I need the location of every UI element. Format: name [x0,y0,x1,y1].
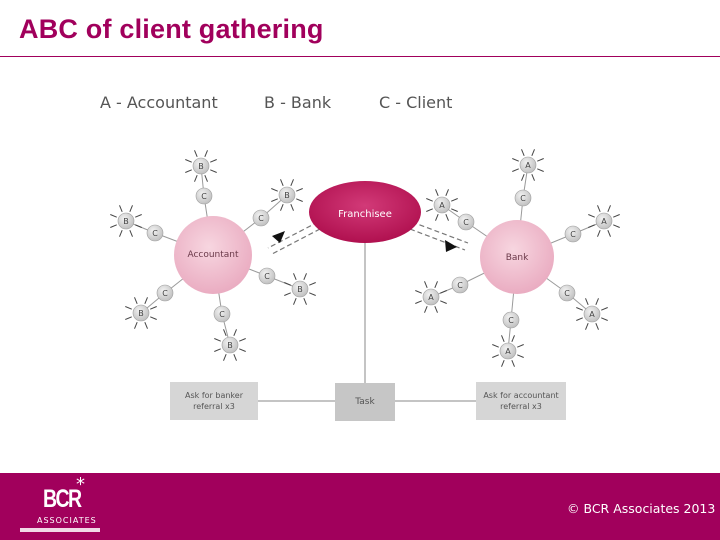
client-gathering-diagram: Franchisee Accountant Bank Ask for banke… [110,149,620,421]
task-tree-lines [258,240,476,402]
node-label-acc-b3: B [138,309,144,318]
node-label-acc-c4: C [219,310,225,319]
node-acc-b2: B [110,205,142,237]
node-bank-c4: C [502,311,520,329]
node-label-bank-a1: A [525,161,531,170]
node-acc-b6: B [284,273,316,305]
node-label-acc-c3: C [162,289,168,298]
arrow-head-left [272,231,285,243]
node-label-bank-a4: A [505,347,511,356]
node-bank-c2: C [564,225,582,243]
bank-node: Bank [480,220,554,294]
copyright-text: © BCR Associates 2013 [567,501,716,516]
logo-star-icon: * [76,474,85,495]
node-label-bank-c1: C [520,194,526,203]
node-label-acc-b4: B [227,341,233,350]
node-acc-c4: C [213,305,231,323]
slide-title: ABC of client gathering [19,14,324,44]
task-box: Task [335,383,395,421]
satellite-nodes: B C B C C B C B C B C B A C A C C A C A C A C A [110,149,620,367]
footer-bar [0,473,720,540]
node-bank-a5: A [426,189,458,221]
node-bank-c6: C [451,276,469,294]
ask-accountant-box: Ask for accountant referral x3 [476,382,566,420]
node-acc-c5: C [252,209,270,227]
ask-banker-line2: referral x3 [193,402,235,411]
node-acc-b4: B [214,329,246,361]
logo-tagline-bar [20,528,100,532]
node-label-bank-c3: C [564,289,570,298]
node-acc-c2: C [146,224,164,242]
title-divider [0,56,720,57]
node-acc-c6: C [258,267,276,285]
arrow-head-right [445,240,457,252]
node-label-bank-c6: C [457,281,463,290]
bcr-logo: BCR [43,485,82,513]
ask-accountant-line1: Ask for accountant [483,391,558,400]
accountant-label: Accountant [187,250,239,260]
node-label-acc-b2: B [123,217,129,226]
node-label-acc-c5: C [258,214,264,223]
node-acc-c3: C [156,284,174,302]
node-bank-c3: C [558,284,576,302]
node-bank-c5: C [457,213,475,231]
node-acc-c1: C [195,187,213,205]
node-acc-b1: B [185,150,217,182]
legend-accountant: A - Accountant [100,93,218,112]
node-label-bank-c2: C [570,230,576,239]
node-label-acc-b6: B [297,285,303,294]
node-bank-c1: C [514,189,532,207]
ask-banker-line1: Ask for banker [185,391,244,400]
node-label-bank-a3: A [589,310,595,319]
node-bank-a2: A [588,205,620,237]
accountant-node: Accountant [174,216,252,294]
node-label-bank-a5: A [439,201,445,210]
node-label-acc-c2: C [152,229,158,238]
node-label-bank-a2: A [601,217,607,226]
node-label-bank-c5: C [463,218,469,227]
logo-subtitle: ASSOCIATES [37,516,97,525]
node-label-bank-a6: A [428,293,434,302]
node-bank-a4: A [492,335,524,367]
legend-client: C - Client [379,93,453,112]
franchisee-node: Franchisee [309,181,421,243]
franchisee-bank-link [409,221,469,252]
bank-label: Bank [506,253,529,263]
node-acc-b5: B [271,179,303,211]
ask-accountant-line2: referral x3 [500,402,542,411]
legend-bank: B - Bank [264,93,332,112]
node-label-acc-b1: B [198,162,204,171]
node-acc-b3: B [125,297,157,329]
node-label-acc-c1: C [201,192,207,201]
node-bank-a6: A [415,281,447,313]
task-label: Task [354,397,375,407]
node-label-acc-b5: B [284,191,290,200]
node-bank-a1: A [512,149,544,181]
franchisee-accountant-link [267,221,321,255]
node-label-acc-c6: C [264,272,270,281]
node-bank-a3: A [576,298,608,330]
ask-banker-box: Ask for banker referral x3 [170,382,258,420]
node-label-bank-c4: C [508,316,514,325]
franchisee-label: Franchisee [338,209,392,220]
